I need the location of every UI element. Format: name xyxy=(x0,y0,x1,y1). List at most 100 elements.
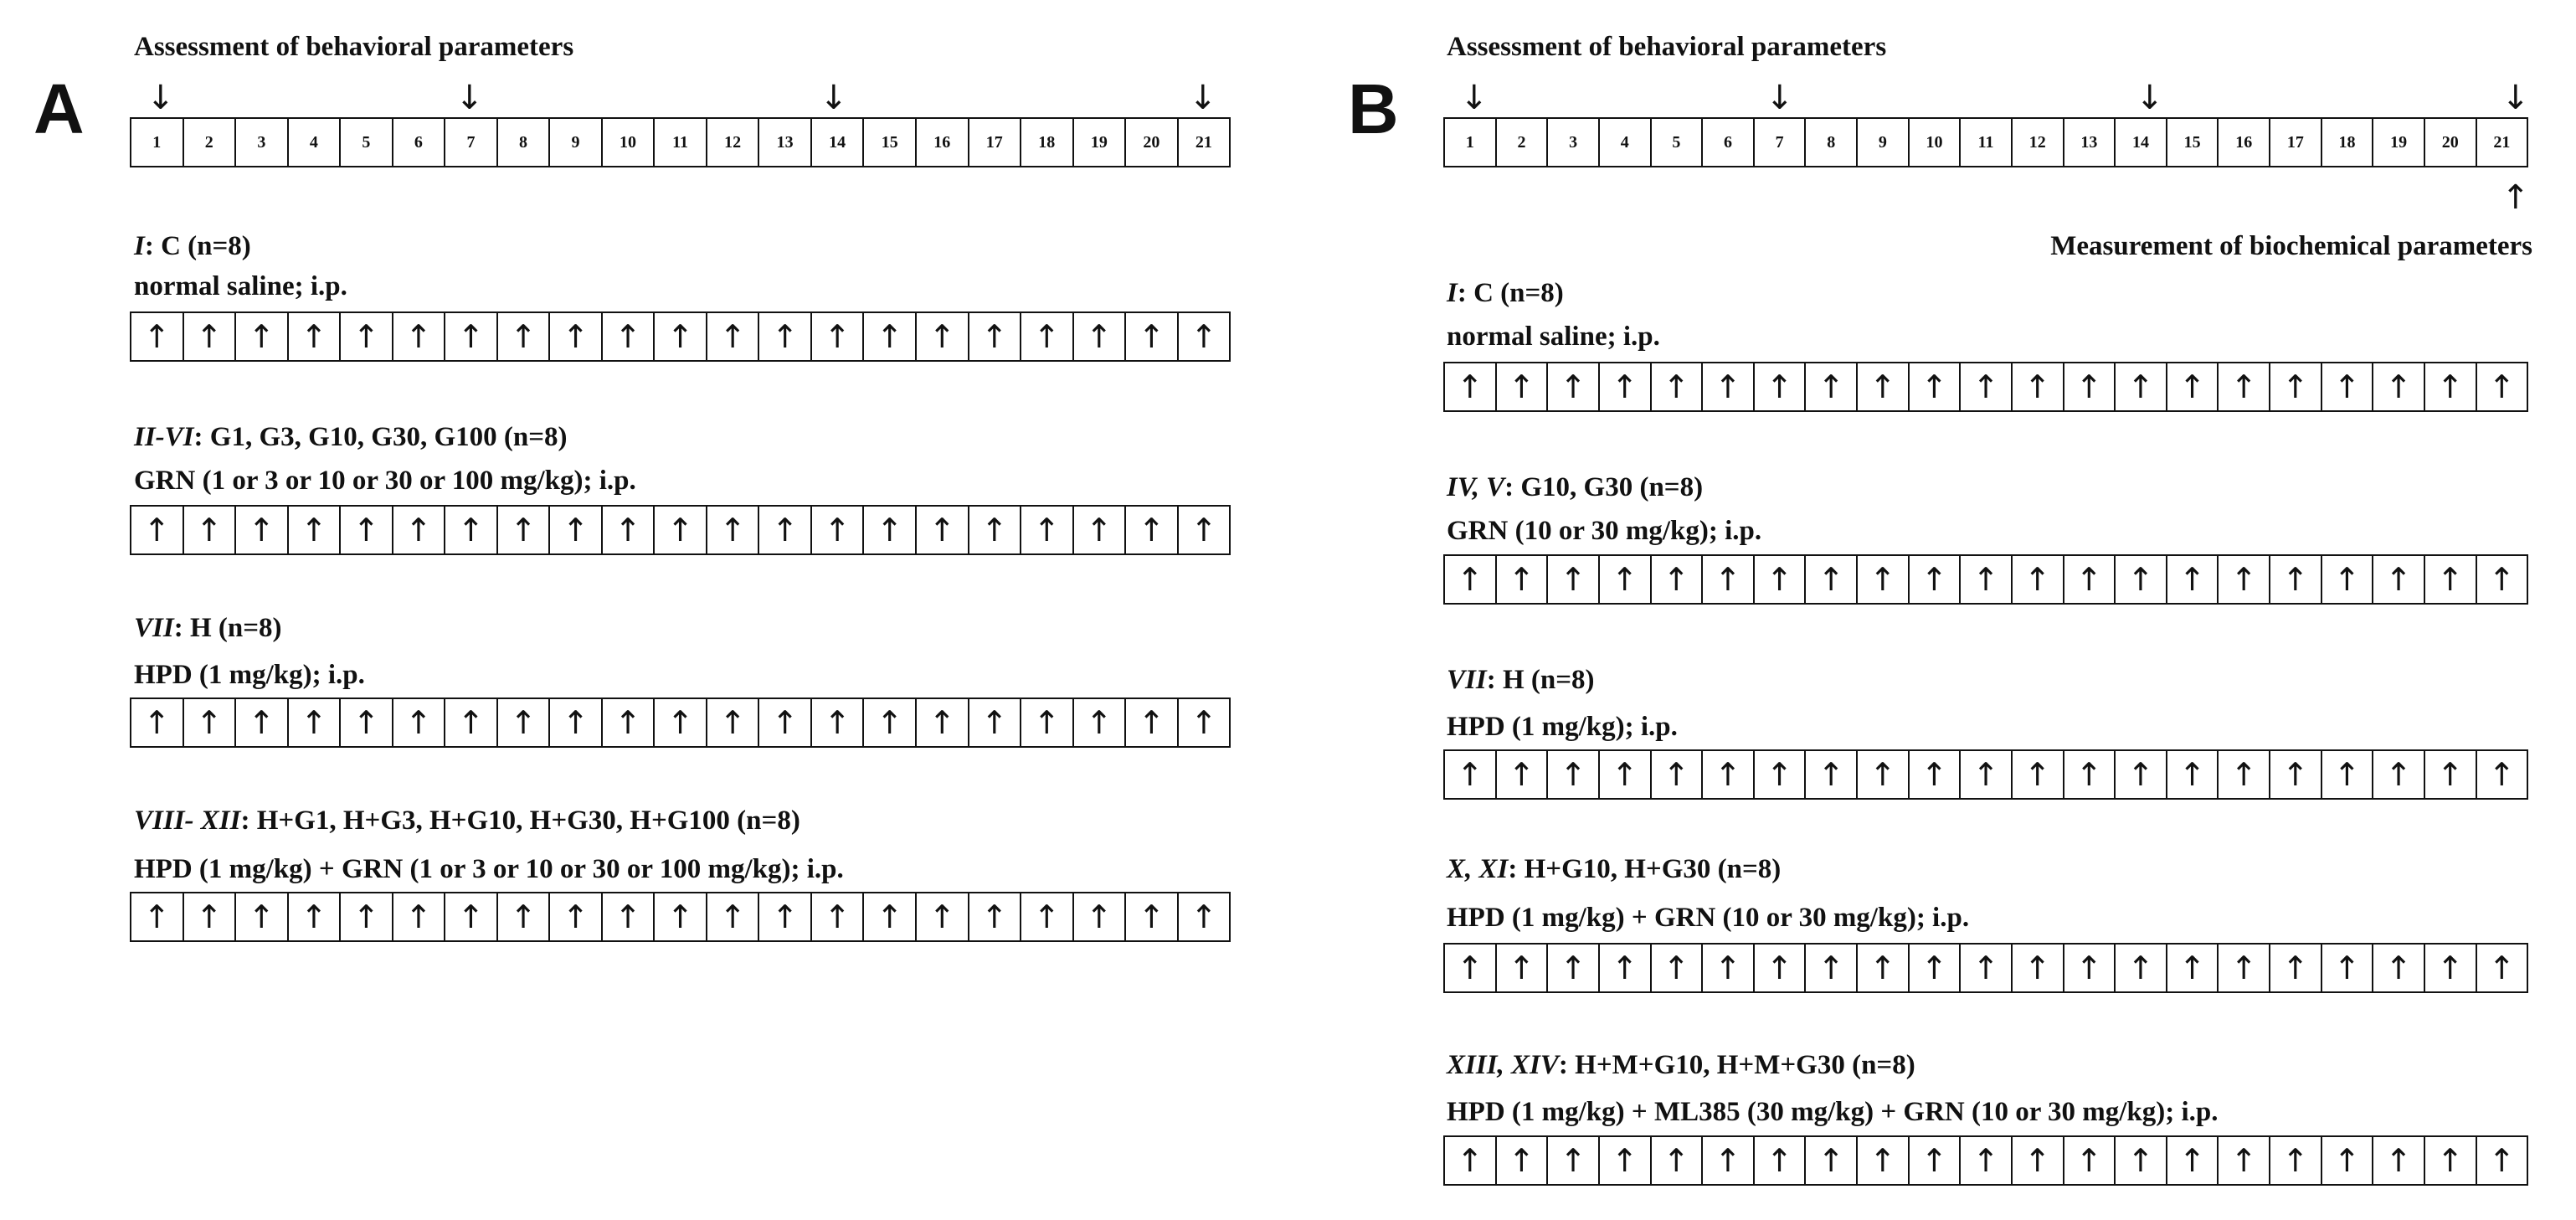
dose-arrow-icon: ↑ xyxy=(550,893,603,940)
dose-arrow-icon: ↑ xyxy=(2167,1137,2219,1184)
dose-arrow-icon: ↑ xyxy=(131,893,184,940)
group-4-treatment: HPD (1 mg/kg) + GRN (10 or 30 mg/kg); i.… xyxy=(1447,903,1970,933)
dose-arrow-icon: ↑ xyxy=(2373,751,2425,798)
assessment-marker-day-21: ↓ xyxy=(1189,79,1217,117)
dose-arrow-icon: ↑ xyxy=(2219,751,2270,798)
day-cell: 10 xyxy=(603,119,656,166)
dose-arrow-icon: ↑ xyxy=(445,507,498,553)
dose-arrow-icon: ↑ xyxy=(2064,945,2116,991)
dose-arrow-icon: ↑ xyxy=(1910,751,1962,798)
dose-arrow-icon: ↑ xyxy=(1445,751,1497,798)
dose-arrow-icon: ↑ xyxy=(236,893,289,940)
dose-arrow-icon: ↑ xyxy=(2488,368,2516,405)
dose-arrow-icon: ↑ xyxy=(1548,556,1600,603)
group-1-treatment: normal saline; i.p. xyxy=(134,271,347,301)
dose-arrow-icon: ↑ xyxy=(864,507,917,553)
dose-arrow-icon: ↑ xyxy=(236,699,289,746)
group-3-roman: VII xyxy=(1447,665,1487,695)
dose-arrow-icon: ↑ xyxy=(2488,950,2516,986)
dose-arrow-icon: ↑ xyxy=(1190,512,1217,548)
dose-arrow-icon: ↑ xyxy=(1126,699,1179,746)
dose-arrow-icon: ↑ xyxy=(917,893,969,940)
assessment-marker-day-7: ↓ xyxy=(455,79,484,117)
group-1-dose-row: ↑↑↑↑↑↑↑↑↑↑↑↑↑↑↑↑↑↑↑↑↑ xyxy=(1443,362,2528,412)
dose-arrow-icon: ↑ xyxy=(603,699,656,746)
day-cell: 21 xyxy=(1195,132,1212,152)
dose-arrow-icon: ↑ xyxy=(1021,699,1074,746)
group-4-roman: X, XI xyxy=(1447,854,1509,884)
dose-arrow-icon: ↑ xyxy=(184,699,237,746)
dose-arrow-icon: ↑ xyxy=(759,507,812,553)
dose-arrow-icon: ↑ xyxy=(184,893,237,940)
dose-arrow-icon: ↑ xyxy=(393,699,446,746)
dose-arrow-icon: ↑ xyxy=(1806,1137,1858,1184)
dose-arrow-icon: ↑ xyxy=(2425,363,2477,410)
dose-arrow-icon: ↑ xyxy=(1074,313,1127,360)
dose-arrow-icon: ↑ xyxy=(2270,363,2322,410)
dose-arrow-icon: ↑ xyxy=(1497,556,1549,603)
day-cell: 11 xyxy=(655,119,707,166)
dose-arrow-icon: ↑ xyxy=(2270,556,2322,603)
group-2-treatment: GRN (10 or 30 mg/kg); i.p. xyxy=(1447,516,1762,546)
group-1-desc: : C (n=8) xyxy=(144,231,251,261)
group-5-roman: XIII, XIV xyxy=(1447,1050,1559,1080)
dose-arrow-icon: ↑ xyxy=(2322,556,2374,603)
dose-arrow-icon: ↑ xyxy=(1806,945,1858,991)
dose-arrow-icon: ↑ xyxy=(864,313,917,360)
dose-arrow-icon: ↑ xyxy=(603,893,656,940)
dose-arrow-icon: ↑ xyxy=(2322,1137,2374,1184)
dose-arrow-icon: ↑ xyxy=(2270,751,2322,798)
day-cell: 16 xyxy=(917,119,969,166)
dose-arrow-icon: ↑ xyxy=(1910,363,1962,410)
dose-arrow-icon: ↑ xyxy=(969,313,1022,360)
dose-arrow-icon: ↑ xyxy=(1600,363,1652,410)
dose-arrow-icon: ↑ xyxy=(236,313,289,360)
day-cell: 10 xyxy=(1910,119,1962,166)
dose-arrow-icon: ↑ xyxy=(2116,556,2167,603)
dose-arrow-icon: ↑ xyxy=(341,699,393,746)
day-cell: 13 xyxy=(759,119,812,166)
dose-arrow-icon: ↑ xyxy=(1126,507,1179,553)
group-1-label: I: C (n=8) xyxy=(1447,280,1564,307)
dose-arrow-icon: ↑ xyxy=(1126,893,1179,940)
group-2-label: II-VI: G1, G3, G10, G30, G100 (n=8) xyxy=(134,424,568,451)
dose-arrow-icon: ↑ xyxy=(2116,363,2167,410)
day-cell: 1 xyxy=(1445,119,1497,166)
dose-arrow-icon: ↑ xyxy=(1652,363,1704,410)
dose-arrow-icon: ↑ xyxy=(1190,704,1217,741)
group-3-dose-row: ↑↑↑↑↑↑↑↑↑↑↑↑↑↑↑↑↑↑↑↑↑ xyxy=(1443,749,2528,800)
dose-arrow-icon: ↑ xyxy=(498,893,551,940)
dose-arrow-icon: ↑ xyxy=(917,507,969,553)
group-2-desc: : G1, G3, G10, G30, G100 (n=8) xyxy=(193,422,568,452)
day-cell: 18 xyxy=(1021,119,1074,166)
dose-arrow-icon: ↑ xyxy=(759,699,812,746)
dose-arrow-icon: ↑ xyxy=(1548,945,1600,991)
day-cell: 4 xyxy=(289,119,342,166)
dose-arrow-icon: ↑ xyxy=(341,313,393,360)
panel-b: B Assessment of behavioral parameters ↓ … xyxy=(1288,0,2576,1220)
day-cell: 14 xyxy=(812,119,865,166)
dose-arrow-icon: ↑ xyxy=(1190,318,1217,355)
dose-arrow-icon: ↑ xyxy=(550,313,603,360)
dose-arrow-icon: ↑ xyxy=(2013,363,2064,410)
group-2-label: IV, V: G10, G30 (n=8) xyxy=(1447,474,1703,502)
dose-arrow-icon: ↑ xyxy=(1961,556,2013,603)
day-cell: 5 xyxy=(1652,119,1704,166)
day-cell: 4 xyxy=(1600,119,1652,166)
dose-arrow-icon: ↑ xyxy=(184,507,237,553)
day-cell: 16 xyxy=(2219,119,2270,166)
assessment-marker-day-14: ↓ xyxy=(2136,79,2164,117)
dose-arrow-icon: ↑ xyxy=(2322,751,2374,798)
group-5-label: XIII, XIV: H+M+G10, H+M+G30 (n=8) xyxy=(1447,1052,1915,1079)
dose-arrow-icon: ↑ xyxy=(812,313,865,360)
dose-arrow-icon: ↑ xyxy=(603,507,656,553)
group-1-desc: : C (n=8) xyxy=(1457,278,1564,308)
dose-arrow-icon: ↑ xyxy=(812,893,865,940)
dose-arrow-icon: ↑ xyxy=(655,507,707,553)
dose-arrow-icon: ↑ xyxy=(1961,945,2013,991)
dose-arrow-icon: ↑ xyxy=(2373,945,2425,991)
dose-arrow-icon: ↑ xyxy=(1126,313,1179,360)
group-4-roman: VIII- XII xyxy=(134,806,241,836)
day-cell: 1 xyxy=(131,119,184,166)
dose-arrow-icon: ↑ xyxy=(2116,945,2167,991)
